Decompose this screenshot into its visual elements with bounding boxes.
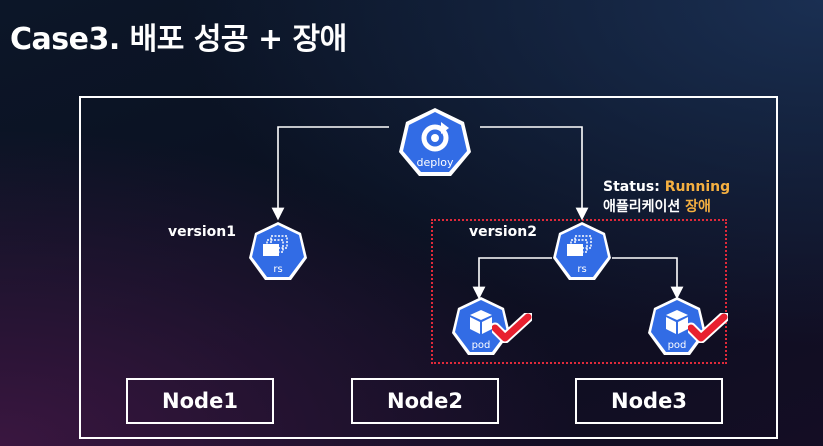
rs1-label: rs <box>273 264 283 275</box>
rs2-to-pod2-line <box>612 257 684 300</box>
checkmark-icon <box>688 313 728 343</box>
pod-icon: pod <box>448 296 514 358</box>
cluster-frame <box>79 96 778 439</box>
status-value: Running <box>664 179 731 195</box>
node3-box: Node3 <box>575 378 723 424</box>
deploy-to-rs1-line <box>271 126 389 221</box>
replicaset-icon: rs <box>245 221 311 283</box>
status-prefix: Status: <box>603 179 665 195</box>
rs2-to-pod1-line <box>472 257 552 300</box>
rs2-version-label: version2 <box>469 224 537 240</box>
rs2-label: rs <box>577 264 587 275</box>
app-text: 애플리케이션 <box>603 199 686 215</box>
page-title: Case3. 배포 성공 + 장애 <box>10 22 347 57</box>
pod1-label: pod <box>471 340 491 351</box>
checkmark-icon <box>492 313 532 343</box>
app-state: 장애 <box>685 199 711 215</box>
deploy-icon: deploy <box>391 106 479 178</box>
rs1-version-label: version1 <box>168 224 236 240</box>
node1-box: Node1 <box>126 378 274 424</box>
deploy-label: deploy <box>416 156 454 169</box>
node2-box: Node2 <box>351 378 499 424</box>
pod2-label: pod <box>667 340 687 351</box>
deploy-to-rs2-line <box>480 126 589 221</box>
pod-icon: pod <box>644 296 710 358</box>
replicaset-icon: rs <box>549 221 615 283</box>
status-text: Status: Running 애플리케이션 장애 <box>603 177 730 217</box>
